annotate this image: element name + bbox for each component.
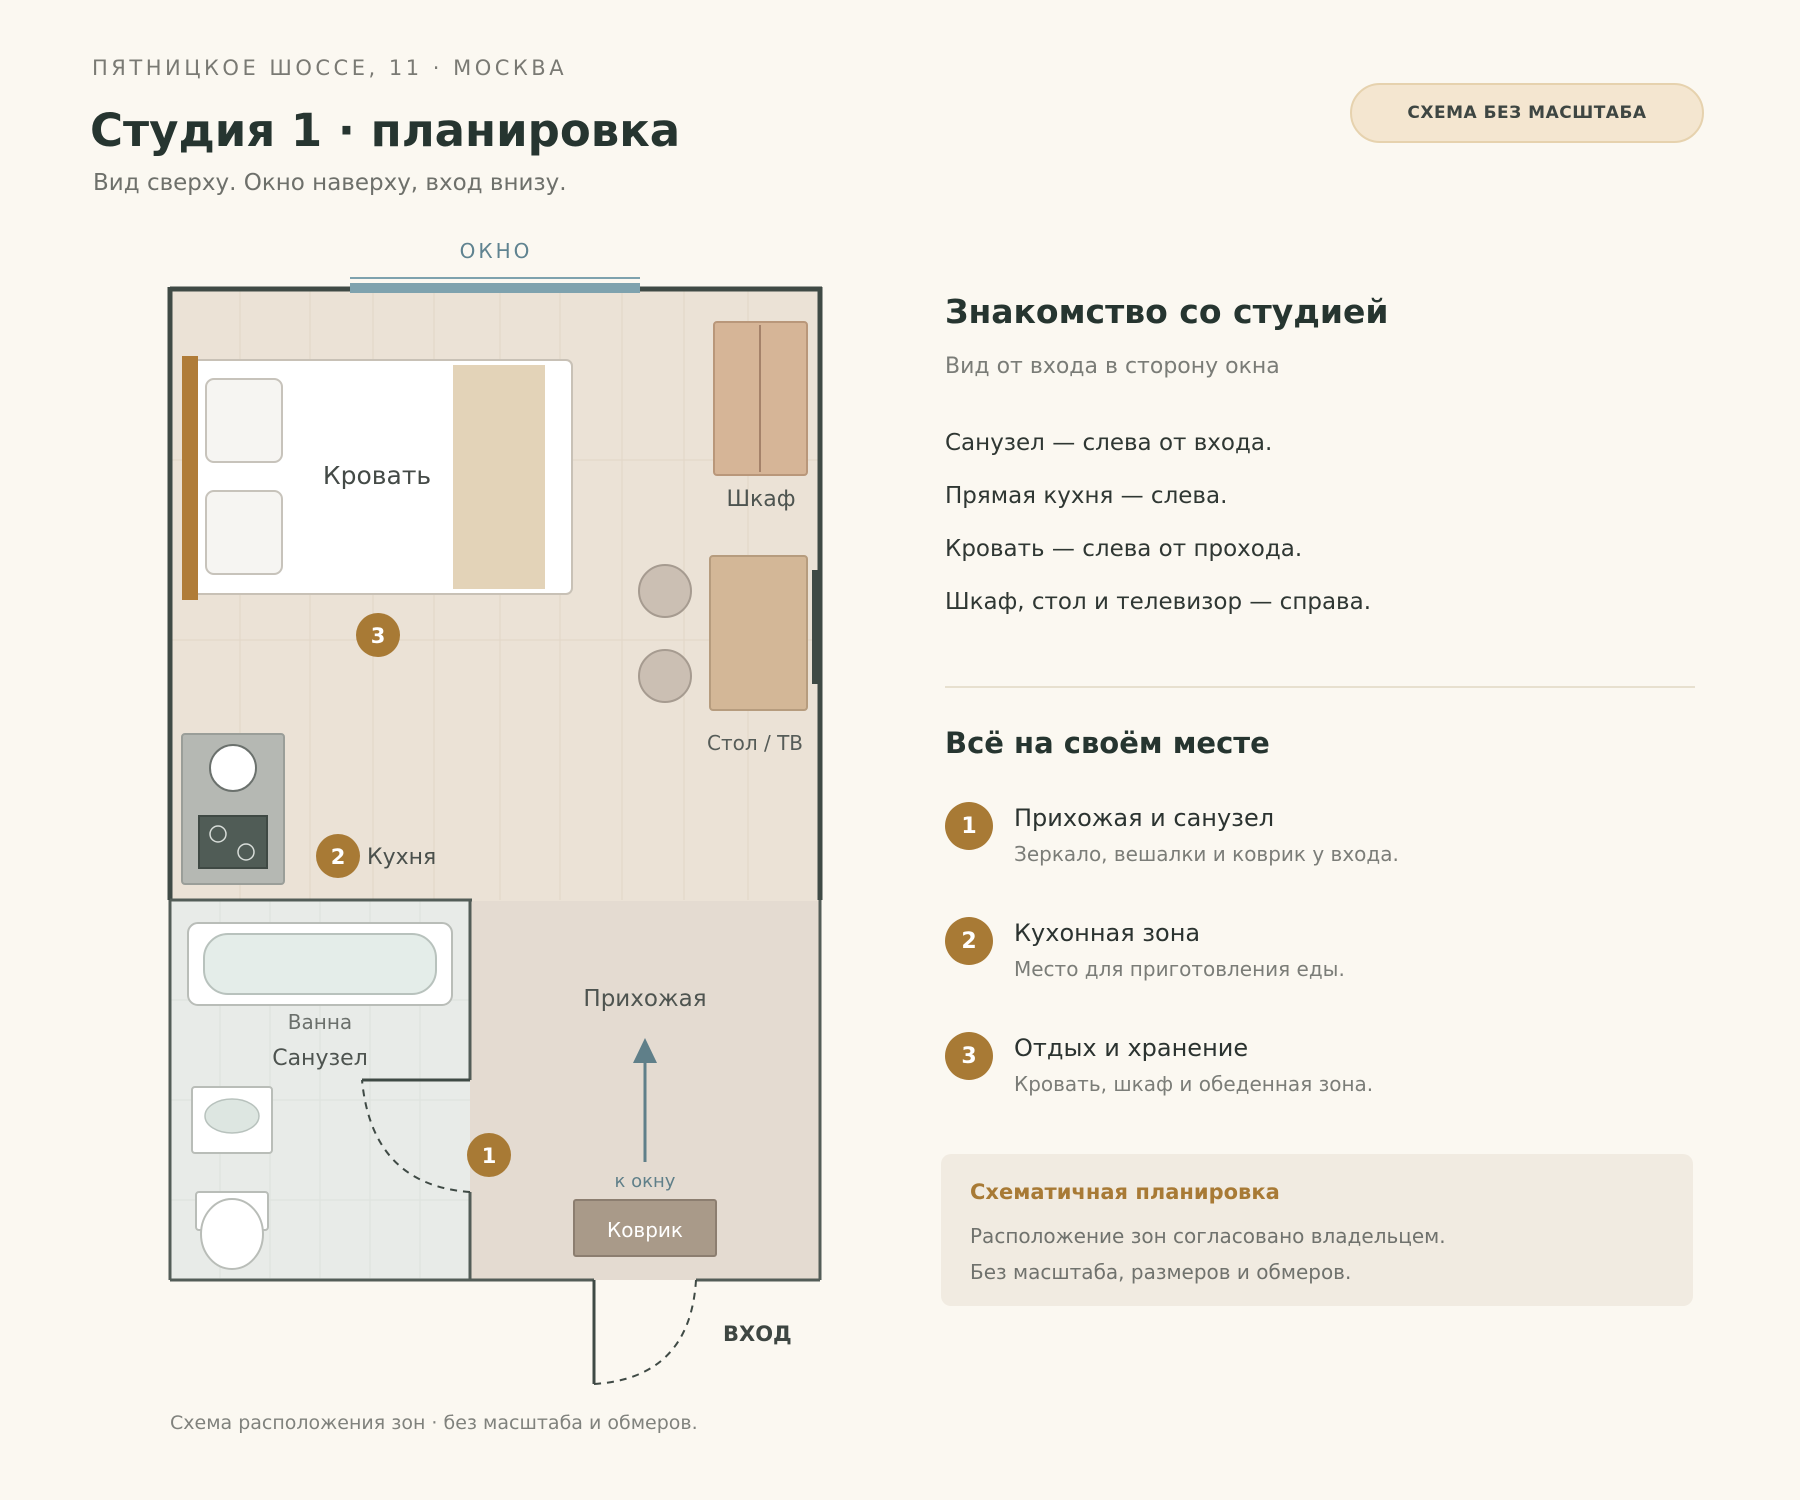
zone-marker-1: [467, 1133, 511, 1177]
zone-item: 2 Кухонная зона Место для приготовления …: [945, 917, 1695, 1007]
cooktop: [198, 815, 268, 869]
bath-label: Ванна: [288, 1010, 352, 1034]
scale-badge: СХЕМА БЕЗ МАСШТАБА: [1350, 83, 1704, 143]
kitchen-label: Кухня: [367, 845, 436, 870]
burner: [209, 825, 227, 843]
zone-description: Место для приготовления еды.: [1014, 957, 1345, 981]
mat-label: Коврик: [607, 1218, 683, 1242]
intro-line: Кровать — слева от прохода.: [945, 536, 1303, 562]
plan-footnote: Схема расположения зон · без масштаба и …: [170, 1412, 698, 1434]
zone-marker-3: [356, 613, 400, 657]
pillow: [205, 378, 283, 463]
table-tv: [709, 555, 808, 711]
intro-subtitle: Вид от входа в сторону окна: [945, 354, 1280, 379]
zone-description: Зеркало, вешалки и коврик у входа.: [1014, 842, 1399, 866]
intro-line: Шкаф, стол и телевизор — справа.: [945, 589, 1372, 615]
section-divider: [945, 686, 1695, 688]
window-label: ОКНО: [460, 239, 533, 263]
intro-line: Прямая кухня — слева.: [945, 483, 1228, 509]
note-line: Расположение зон согласовано владельцем.: [970, 1224, 1446, 1248]
schematic-note: Схематичная планировка Расположение зон …: [941, 1154, 1693, 1306]
floor-plan: ОКНО Кровать Шкаф Стол / ТВ 2 Кухня 3: [167, 239, 823, 1385]
zone-title: Отдых и хранение: [1014, 1034, 1249, 1062]
direction-arrow-head: [633, 1038, 657, 1063]
note-line: Без масштаба, размеров и обмеров.: [970, 1260, 1352, 1284]
intro-title: Знакомство со студией: [945, 292, 1389, 331]
walls: [167, 286, 823, 900]
entrance-label: ВХОД: [723, 1322, 792, 1346]
toilet-bowl: [200, 1198, 264, 1270]
tv-screen: [812, 570, 821, 684]
address-eyebrow: ПЯТНИЦКОЕ ШОССЕ, 11 · МОСКВА: [92, 56, 568, 80]
bed-label: Кровать: [323, 461, 431, 490]
intro-line: Санузел — слева от входа.: [945, 430, 1273, 456]
zone-title: Кухонная зона: [1014, 919, 1201, 947]
wardrobe-label: Шкаф: [726, 487, 795, 512]
zone-marker-1-num: 1: [482, 1144, 497, 1168]
page-subtitle: Вид сверху. Окно наверху, вход внизу.: [93, 170, 567, 196]
zone-number-badge: 3: [945, 1032, 993, 1080]
zone-item: 1 Прихожая и санузел Зеркало, вешалки и …: [945, 802, 1695, 892]
table-label: Стол / ТВ: [707, 731, 803, 755]
zone-description: Кровать, шкаф и обеденная зона.: [1014, 1072, 1374, 1096]
note-title: Схематичная планировка: [970, 1180, 1280, 1204]
lower-walls: [168, 898, 822, 1282]
zone-item: 3 Отдых и хранение Кровать, шкаф и обеде…: [945, 1032, 1695, 1122]
zone-number-badge: 2: [945, 917, 993, 965]
hallway-label: Прихожая: [583, 986, 706, 1012]
bed-headboard: [182, 356, 198, 600]
pillow: [205, 490, 283, 575]
zones-title: Всё на своём месте: [945, 726, 1270, 760]
bathtub-basin: [203, 933, 437, 995]
bed-blanket: [453, 365, 545, 589]
zone-marker-2-num: 2: [331, 845, 346, 869]
zone-marker-2: [316, 834, 360, 878]
burner: [237, 843, 255, 861]
chair: [638, 564, 692, 618]
window: [350, 283, 640, 293]
doormat: [573, 1199, 717, 1257]
sink: [209, 744, 257, 792]
bathroom-label: Санузел: [272, 1046, 368, 1071]
zone-marker-3-num: 3: [371, 624, 386, 648]
arrow-label: к окну: [615, 1171, 676, 1192]
zone-title: Прихожая и санузел: [1014, 804, 1275, 832]
entrance-door-swing: [593, 1279, 697, 1385]
page-title: Студия 1 · планировка: [90, 104, 681, 157]
washbasin-bowl: [204, 1098, 260, 1134]
chair: [638, 649, 692, 703]
zone-number-badge: 1: [945, 802, 993, 850]
bathroom-door-swing: [361, 1079, 471, 1193]
